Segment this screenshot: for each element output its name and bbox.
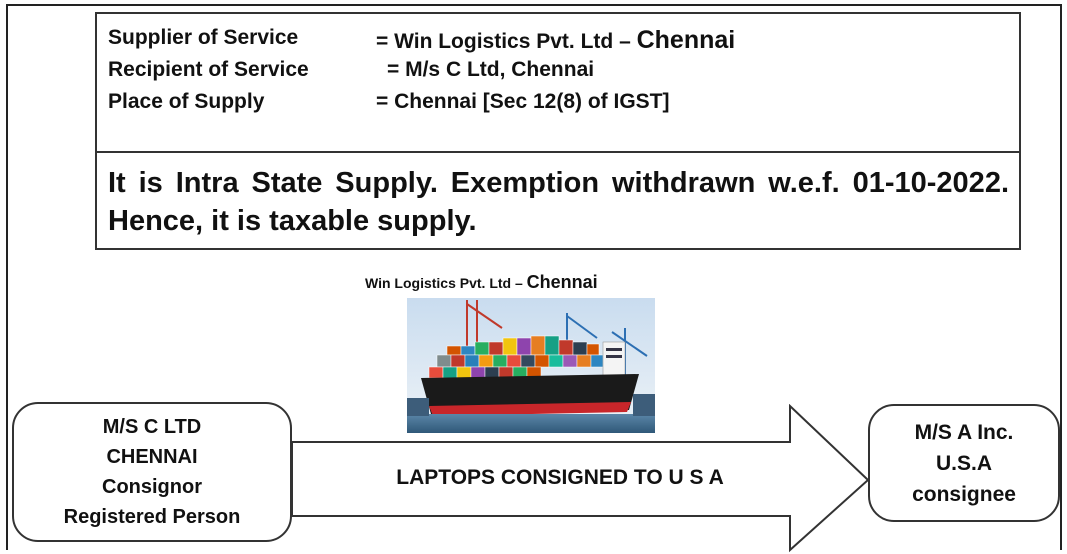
consignee-role: consignee (912, 482, 1016, 506)
supplier-city: Chennai (636, 26, 736, 54)
transporter-caption: Win Logistics Pvt. Ltd – Chennai (365, 272, 715, 293)
place-of-supply-value: = Chennai [Sec 12(8) of IGST] (376, 90, 670, 113)
container-ship-image (407, 298, 655, 433)
consignee-box: M/S A Inc. U.S.A consignee (868, 404, 1060, 522)
consignment-flow-arrow (291, 404, 870, 553)
consignee-name: M/S A Inc. (914, 420, 1014, 444)
outer-frame (6, 4, 1062, 550)
recipient-label: Recipient of Service (108, 58, 309, 81)
consignor-status: Registered Person (63, 506, 241, 528)
consignment-label: LAPTOPS CONSIGNED TO U S A (396, 466, 724, 489)
transporter-city: Chennai (526, 272, 598, 292)
transporter-name: Win Logistics Pvt. Ltd – (365, 275, 523, 291)
recipient-value: = M/s C Ltd, Chennai (387, 58, 595, 81)
consignor-role: Consignor (102, 476, 202, 498)
supplier-value: = Win Logistics Pvt. Ltd – Chennai (376, 26, 735, 55)
tax-conclusion: It is Intra State Supply. Exemption with… (108, 167, 1009, 237)
supplier-value-text: = Win Logistics Pvt. Ltd – (376, 30, 631, 53)
consignor-city: CHENNAI (106, 446, 198, 468)
place-of-supply-label: Place of Supply (108, 90, 265, 113)
consignor-name: M/S C LTD (102, 416, 202, 438)
supply-details-box: Supplier of Service = Win Logistics Pvt.… (95, 12, 1021, 250)
supplier-label: Supplier of Service (108, 26, 299, 49)
supply-details-table: Supplier of Service = Win Logistics Pvt.… (97, 14, 1019, 153)
consignee-country: U.S.A (935, 451, 992, 475)
consignor-box: M/S C LTD CHENNAI Consignor Registered P… (12, 402, 292, 542)
